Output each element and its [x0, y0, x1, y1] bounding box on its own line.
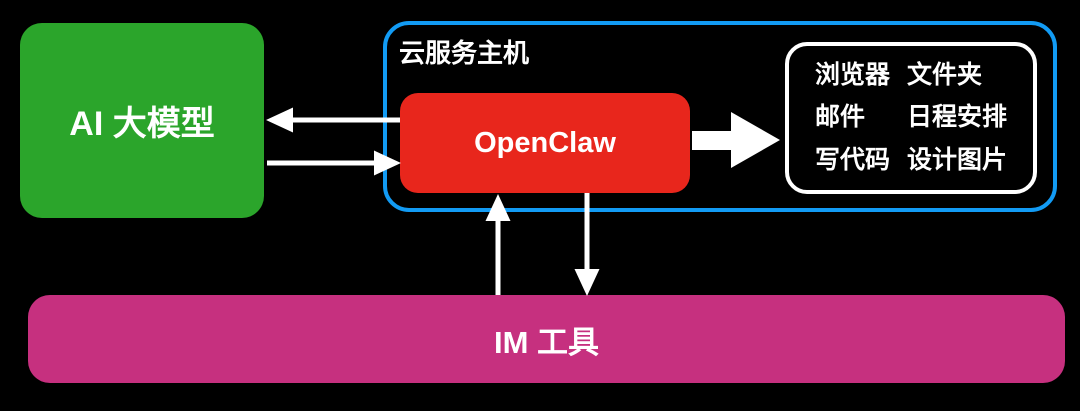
- im-tool-label: IM 工具: [493, 324, 600, 360]
- capabilities-box: 浏览器 文件夹 邮件 日程安排 写代码 设计图片: [785, 42, 1037, 194]
- openclaw-label: OpenClaw: [474, 126, 616, 159]
- ai-model-box: AI 大模型: [20, 23, 264, 218]
- openclaw-box: OpenClaw: [400, 93, 690, 193]
- capability-image-design: 设计图片: [906, 146, 1007, 175]
- im-tool-box: IM 工具: [28, 295, 1065, 383]
- cloud-host-label: 云服务主机: [399, 38, 530, 68]
- capability-folder: 文件夹: [906, 60, 982, 89]
- capability-browser: 浏览器: [815, 60, 891, 89]
- arrow-ai-to-openclaw-icon: [267, 150, 401, 176]
- arrow-openclaw-to-ai-icon: [266, 107, 400, 133]
- capability-coding: 写代码: [815, 146, 891, 175]
- cloud-host-container: [383, 21, 1057, 212]
- ai-model-label: AI 大模型: [69, 105, 215, 143]
- capability-schedule: 日程安排: [906, 103, 1007, 132]
- capability-email: 邮件: [815, 103, 866, 132]
